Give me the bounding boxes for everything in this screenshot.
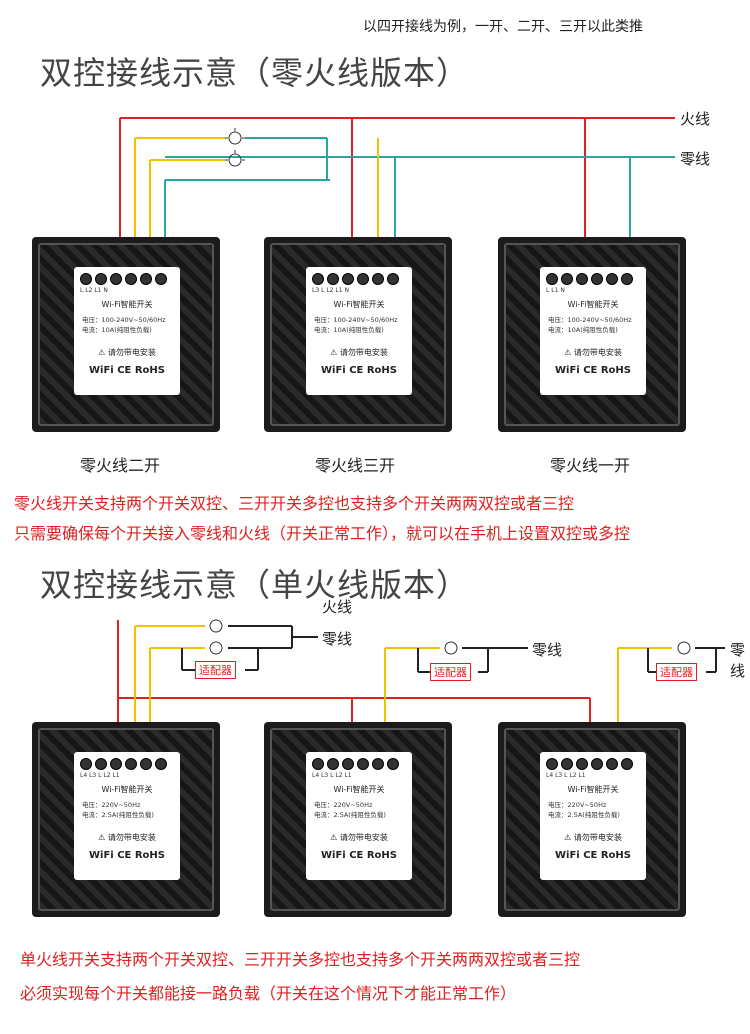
neutral-label-s2-1: 零线	[322, 630, 353, 648]
module-title: Wi-Fi智能开关	[101, 300, 153, 309]
module-warning: ⚠ 请勿带电安装	[330, 833, 388, 842]
module-voltage: 电压：220V~50Hz	[548, 801, 607, 809]
module-voltage: 电压：220V~50Hz	[82, 801, 141, 809]
terminal-labels: L4 L3 L L2 L1	[80, 772, 120, 779]
bulb-icon	[444, 641, 458, 655]
section2-note-2: 必须实现每个开关都能接一路负载（开关在这个情况下才能正常工作）	[20, 984, 517, 1003]
switch-panel-1gang: L L1 N Wi-Fi智能开关 电压：100-240V~50/60Hz 电流：1…	[498, 237, 686, 432]
module-marks: WiFi CE RoHS	[89, 850, 165, 861]
bulb-icon	[225, 150, 245, 167]
module-marks: WiFi CE RoHS	[321, 850, 397, 861]
module-voltage: 电压：100-240V~50/60Hz	[314, 316, 398, 324]
module-current: 电流：2.5A(纯阻性负载)	[548, 811, 620, 819]
bulb-icon	[677, 641, 691, 655]
top-note: 以四开接线为例，一开、二开、三开以此类推	[363, 19, 643, 35]
module-title: Wi-Fi智能开关	[101, 785, 153, 794]
section2-wires	[117, 620, 725, 760]
module-marks: WiFi CE RoHS	[555, 365, 631, 376]
live-label-s2: 火线	[322, 598, 353, 616]
terminal-labels: L L1 N	[546, 287, 565, 294]
bulb-icon	[209, 619, 223, 633]
terminal-labels: L3 L L2 L1 N	[312, 287, 349, 294]
caption-3gang: 零火线三开	[315, 456, 396, 475]
caption-1gang: 零火线一开	[550, 456, 631, 475]
module-title: Wi-Fi智能开关	[567, 300, 619, 309]
switch-panel-3gang: L3 L L2 L1 N Wi-Fi智能开关 电压：100-240V~50/60…	[264, 237, 452, 432]
adapter-box: 适配器	[195, 661, 236, 679]
switch-panel-single-3: L4 L3 L L2 L1 Wi-Fi智能开关 电压：220V~50Hz 电流：2…	[498, 722, 686, 917]
module-voltage: 电压：100-240V~50/60Hz	[548, 316, 632, 324]
section1-title: 双控接线示意（零火线版本）	[40, 54, 470, 92]
neutral-label-s2-3: 零线	[730, 641, 746, 680]
switch-panel-single-1: L4 L3 L L2 L1 Wi-Fi智能开关 电压：220V~50Hz 电流：2…	[32, 722, 220, 917]
section1-note-2: 只需要确保每个开关接入零线和火线（开关正常工作），就可以在手机上设置双控或多控	[14, 524, 631, 543]
adapter-box: 适配器	[656, 663, 697, 681]
module-current: 电流：10A(纯阻性负载)	[82, 326, 152, 334]
switch-panel-single-2: L4 L3 L L2 L1 Wi-Fi智能开关 电压：220V~50Hz 电流：2…	[264, 722, 452, 917]
module-current: 电流：2.5A(纯阻性负载)	[314, 811, 386, 819]
switch-panel-2gang: L L2 L1 N Wi-Fi智能开关 电压：100-240V~50/60Hz 电…	[32, 237, 220, 432]
terminal-labels: L4 L3 L L2 L1	[312, 772, 352, 779]
module-warning: ⚠ 请勿带电安装	[98, 833, 156, 842]
module-title: Wi-Fi智能开关	[333, 785, 385, 794]
module-warning: ⚠ 请勿带电安装	[564, 348, 622, 357]
module-current: 电流：10A(纯阻性负载)	[548, 326, 618, 334]
module-voltage: 电压：100-240V~50/60Hz	[82, 316, 166, 324]
bulb-icon	[225, 128, 245, 145]
module-voltage: 电压：220V~50Hz	[314, 801, 373, 809]
module-warning: ⚠ 请勿带电安装	[564, 833, 622, 842]
terminal-labels: L L2 L1 N	[80, 287, 108, 294]
live-label: 火线	[680, 110, 711, 128]
module-current: 电流：2.5A(纯阻性负载)	[82, 811, 154, 819]
module-current: 电流：10A(纯阻性负载)	[314, 326, 384, 334]
module-marks: WiFi CE RoHS	[321, 365, 397, 376]
caption-2gang: 零火线二开	[80, 456, 161, 475]
terminal-labels: L4 L3 L L2 L1	[546, 772, 586, 779]
module-marks: WiFi CE RoHS	[555, 850, 631, 861]
bulb-icon	[209, 641, 223, 655]
neutral-label-s2-2: 零线	[532, 641, 563, 659]
module-title: Wi-Fi智能开关	[567, 785, 619, 794]
neutral-label: 零线	[680, 150, 711, 168]
section1-note-1: 零火线开关支持两个开关双控、三开开关多控也支持多个开关两两双控或者三控	[14, 494, 575, 513]
module-warning: ⚠ 请勿带电安装	[98, 348, 156, 357]
module-warning: ⚠ 请勿带电安装	[330, 348, 388, 357]
section2-note-1: 单火线开关支持两个开关双控、三开开关多控也支持多个开关两两双控或者三控	[20, 950, 581, 969]
module-title: Wi-Fi智能开关	[333, 300, 385, 309]
adapter-box: 适配器	[430, 663, 471, 681]
section2-title: 双控接线示意（单火线版本）	[40, 566, 470, 604]
module-marks: WiFi CE RoHS	[89, 365, 165, 376]
